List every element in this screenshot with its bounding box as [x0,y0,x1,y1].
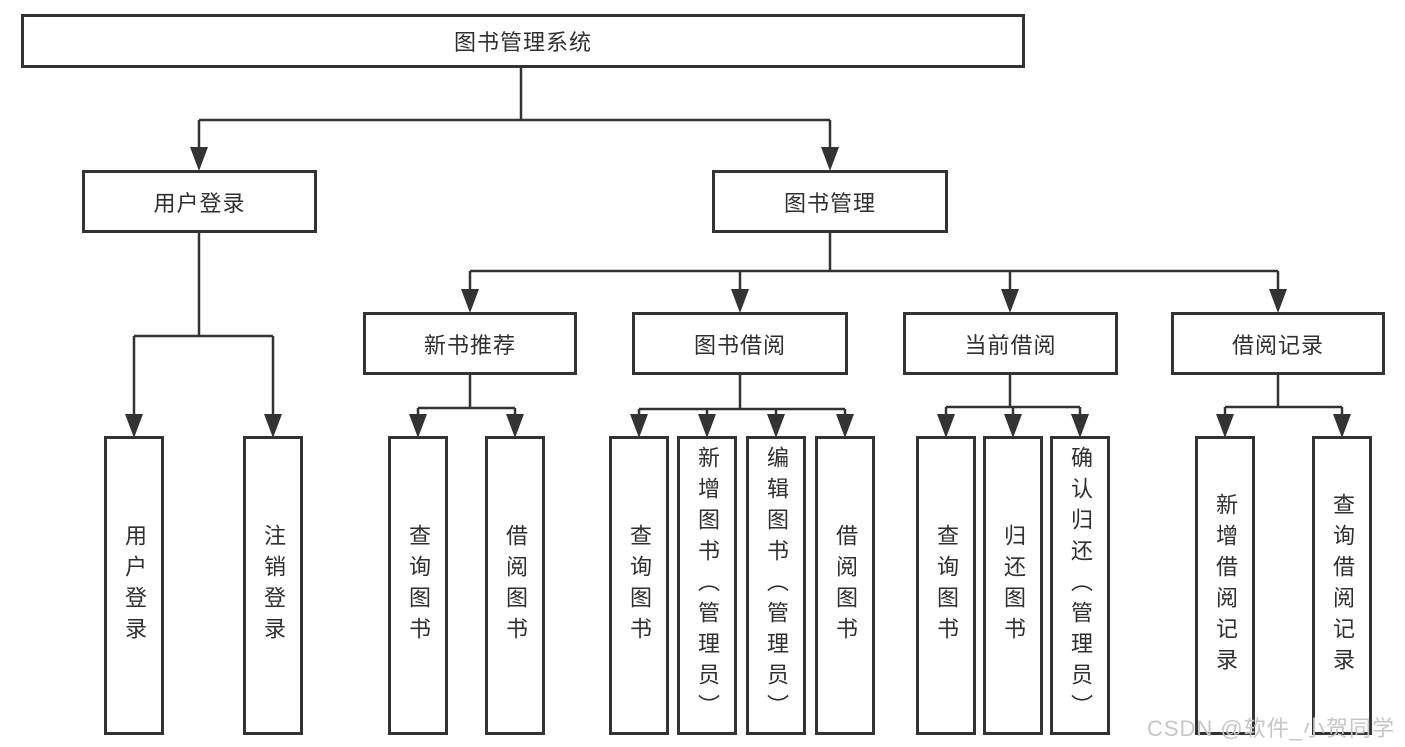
leaf-br-add-record-label: 新增借阅记录 [1213,492,1238,679]
leaf-user-login-label: 用户登录 [122,523,147,648]
node-new-books: 新书推荐 [363,312,577,375]
connector-book-borrow-group [637,375,847,418]
leaf-bb-add-books-label: 新增图书（管理员） [695,446,720,725]
leaf-bb-query-books: 查询图书 [609,436,669,735]
leaf-cb-confirm-return-label: 确认归还（管理员） [1068,446,1093,725]
connector-borrow-records-group [1223,375,1344,418]
arrowhead-nb-query [409,414,427,438]
leaf-nb-borrow-books: 借阅图书 [485,436,545,735]
leaf-bb-edit-books-label: 编辑图书（管理员） [764,446,789,725]
arrowhead-bb-borrow [836,414,854,438]
arrowhead-br-query [1333,414,1351,438]
node-book-management: 图书管理 [712,170,948,233]
leaf-cb-return-books: 归还图书 [983,436,1043,735]
arrowhead-book-management [821,147,839,171]
arrowhead-user-login [190,147,208,171]
leaf-bb-borrow-books-label: 借阅图书 [833,523,858,648]
node-root-system: 图书管理系统 [21,14,1025,68]
connector-current-borrow-group [944,375,1082,418]
arrowhead-new-books [461,289,479,313]
leaf-br-add-record: 新增借阅记录 [1195,436,1255,735]
node-book-borrow: 图书借阅 [632,312,848,375]
leaf-br-query-record: 查询借阅记录 [1312,436,1372,735]
leaf-bb-add-books: 新增图书（管理员） [677,436,737,735]
node-current-borrow: 当前借阅 [903,312,1118,375]
arrowhead-cb-return [1004,414,1022,438]
connector-user-login-group [132,233,275,418]
arrowhead-borrow-records [1269,289,1287,313]
leaf-nb-query-books-label: 查询图书 [406,523,431,648]
leaf-bb-borrow-books: 借阅图书 [815,436,875,735]
leaf-logout-label: 注销登录 [261,523,286,648]
arrowhead-leaf-logout [264,414,282,438]
arrowhead-current-borrow [1001,289,1019,313]
csdn-watermark: CSDN @软件_小贺同学 [1146,716,1395,741]
leaf-cb-query-books: 查询图书 [916,436,976,735]
arrowhead-cb-query [937,414,955,438]
leaf-bb-query-books-label: 查询图书 [627,523,652,648]
arrowhead-leaf-login [125,414,143,438]
arrowhead-book-borrow [731,289,749,313]
arrowhead-cb-confirm [1071,414,1089,438]
leaf-cb-query-books-label: 查询图书 [934,523,959,648]
leaf-bb-edit-books: 编辑图书（管理员） [746,436,806,735]
node-borrow-records: 借阅记录 [1171,312,1385,375]
connector-book-management-group [468,233,1280,293]
arrowhead-br-add [1216,414,1234,438]
arrowhead-bb-query [630,414,648,438]
leaf-user-login: 用户登录 [104,436,164,735]
leaf-logout: 注销登录 [243,436,303,735]
arrowhead-bb-add [698,414,716,438]
leaf-cb-return-books-label: 归还图书 [1001,523,1026,648]
leaf-cb-confirm-return: 确认归还（管理员） [1050,436,1110,735]
node-user-login: 用户登录 [82,170,317,233]
leaf-br-query-record-label: 查询借阅记录 [1330,492,1355,679]
arrowhead-nb-borrow [506,414,524,438]
leaf-nb-borrow-books-label: 借阅图书 [503,523,528,648]
connector-new-books-group [416,375,517,418]
connector-root-to-level2 [197,68,832,151]
arrowhead-bb-edit [767,414,785,438]
leaf-nb-query-books: 查询图书 [388,436,448,735]
